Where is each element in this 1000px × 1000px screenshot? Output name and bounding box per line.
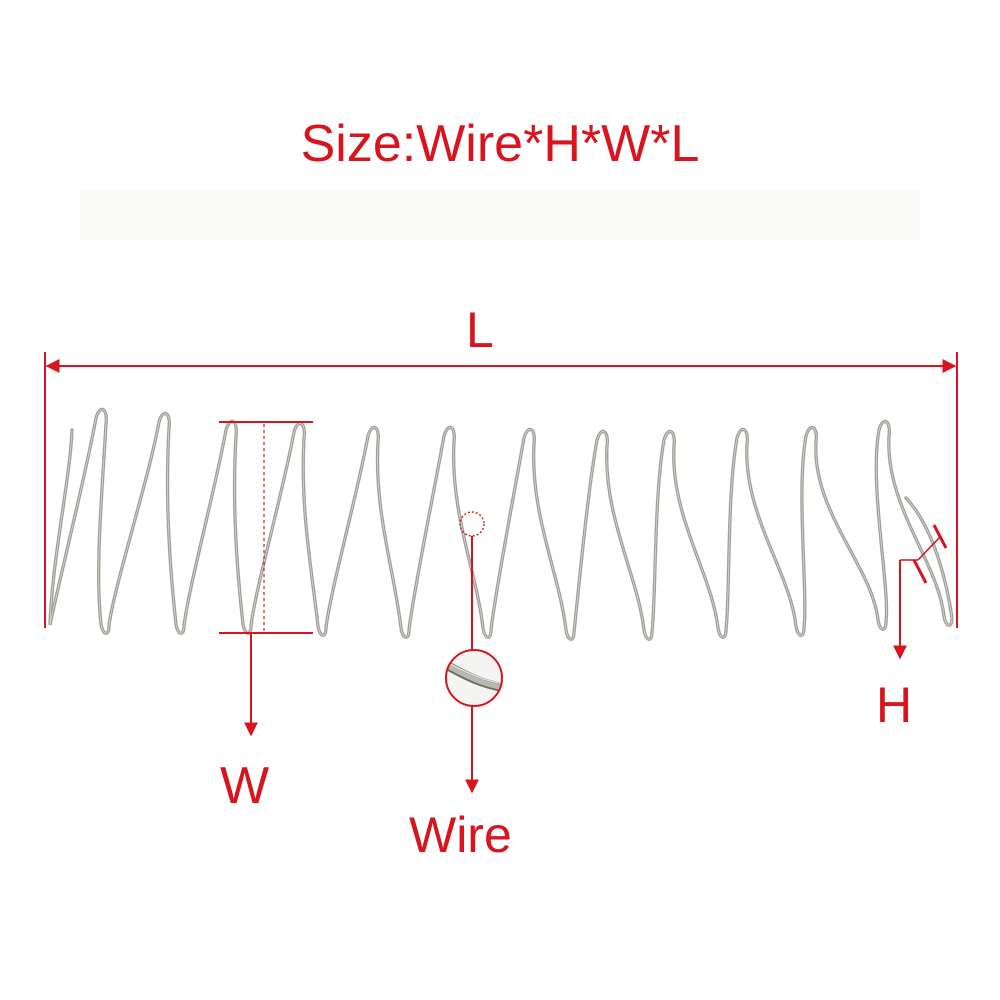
spring-path — [48, 408, 954, 641]
wire-detail-circle — [459, 511, 485, 537]
page-title: Size:Wire*H*W*L — [300, 115, 700, 173]
spring-coil-highlight — [49, 409, 953, 640]
length-label: L — [466, 302, 494, 358]
height-label: H — [876, 677, 913, 733]
background-haze — [80, 190, 920, 240]
wire-zoom-inset — [445, 649, 503, 707]
width-label: W — [220, 757, 270, 815]
spring-hi-path — [49, 409, 953, 640]
height-tick-outer — [932, 524, 948, 549]
height-leader-diagonal — [917, 536, 941, 561]
wire-label: Wire — [409, 807, 512, 863]
spring-coil — [48, 408, 954, 641]
height-tick-inner — [912, 559, 928, 584]
